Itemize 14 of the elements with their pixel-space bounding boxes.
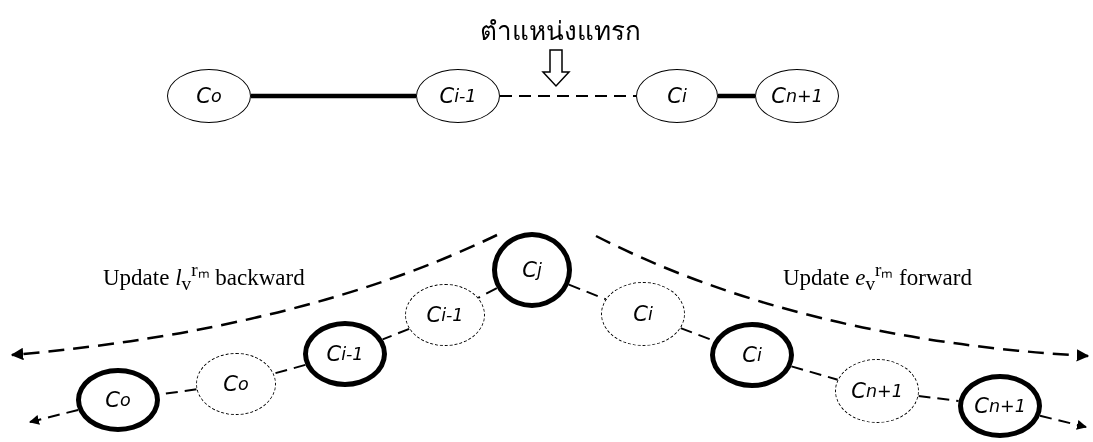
connector-line [477, 287, 498, 299]
connector-line [567, 283, 607, 301]
connector-line [272, 363, 307, 375]
update-label: Update l$_{v}$$^{rₘ}$ backward [103, 258, 305, 296]
connector-line [718, 93, 755, 99]
arrow [29, 409, 80, 425]
arrow [1039, 414, 1087, 430]
connector-line [917, 395, 960, 402]
insert-position-label: ตำแหน่งแทรก [479, 16, 641, 48]
connector-line [499, 95, 637, 97]
connector-line [251, 93, 416, 99]
connector-line [790, 365, 839, 381]
update-label: Update e$_{v}$$^{rₘ}$ forward [783, 258, 972, 296]
connector-line [381, 327, 411, 341]
